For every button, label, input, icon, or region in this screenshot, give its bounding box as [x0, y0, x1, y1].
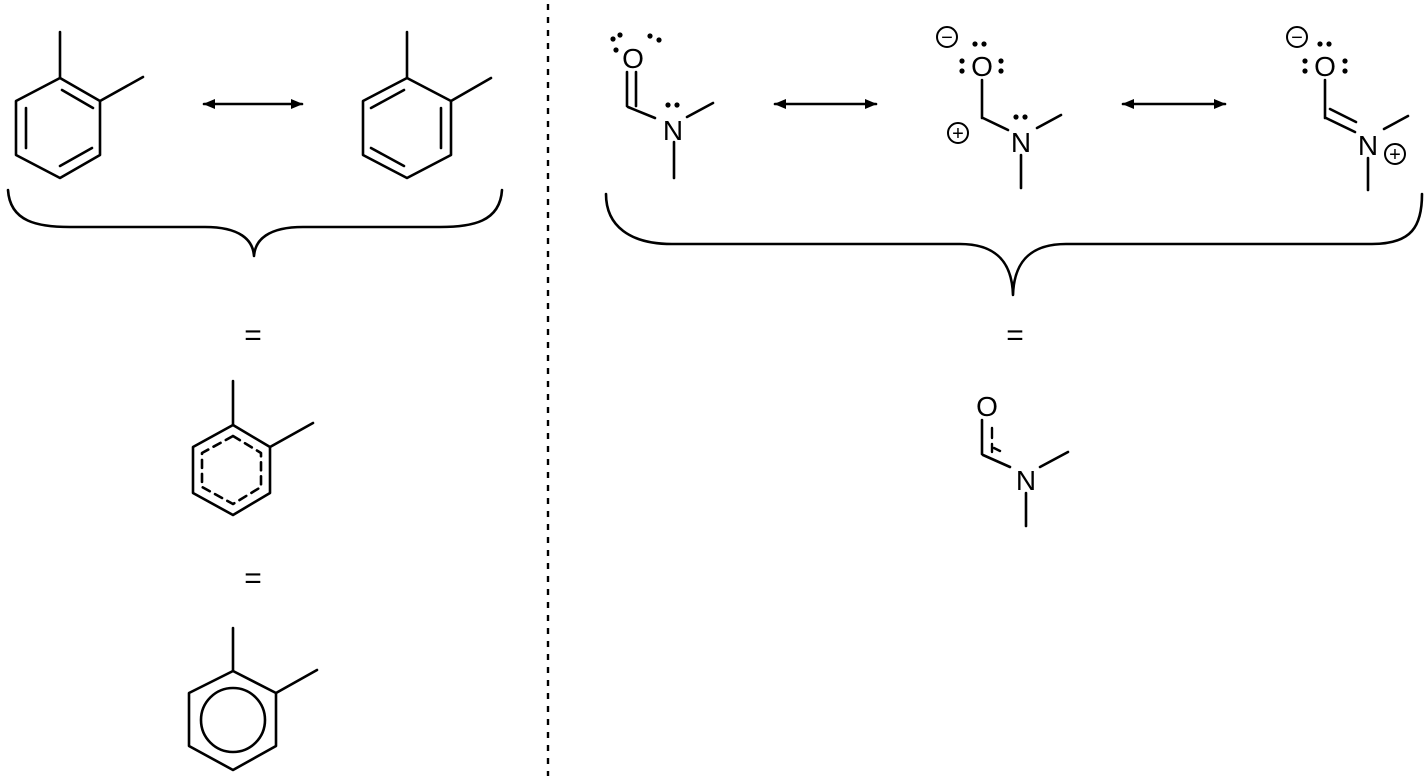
xylene-kekule-structure-2 — [361, 30, 493, 180]
dmf-structure-3-bonds — [1323, 78, 1410, 192]
nitrogen-atom: N — [1011, 127, 1031, 158]
xylene-delocalized-dashed — [191, 379, 315, 517]
positive-charge: + — [1389, 144, 1401, 166]
equals-sign: = — [1006, 319, 1024, 352]
dmf-structure-2-bonds — [980, 78, 1063, 190]
lone-pairs — [610, 32, 1348, 120]
nitrogen-atom: N — [1358, 130, 1378, 161]
oxygen-atom: O — [971, 51, 993, 82]
nitrogen-atom: N — [663, 115, 683, 146]
oxygen-atom: O — [622, 43, 644, 74]
negative-charge: − — [941, 27, 953, 49]
oxygen-atom: O — [976, 391, 998, 422]
xylene-kekule-structure-1 — [14, 30, 145, 180]
xylene-delocalized-circle — [187, 626, 319, 772]
equals-sign: = — [244, 319, 262, 352]
dmf-structure-1-bonds — [625, 70, 715, 180]
positive-charge-circle — [947, 122, 969, 144]
oxygen-atom: O — [1314, 51, 1336, 82]
negative-charge: − — [1291, 27, 1303, 49]
positive-charge: + — [952, 123, 964, 145]
brace-left — [6, 188, 504, 258]
positive-charge-circle — [1384, 143, 1406, 165]
brace-right — [604, 192, 1424, 297]
dmf-hybrid-bonds — [980, 418, 1070, 528]
negative-charge-circle — [936, 26, 958, 48]
nitrogen-atom: N — [1016, 465, 1036, 496]
equals-sign: = — [244, 562, 262, 595]
negative-charge-circle — [1286, 26, 1308, 48]
